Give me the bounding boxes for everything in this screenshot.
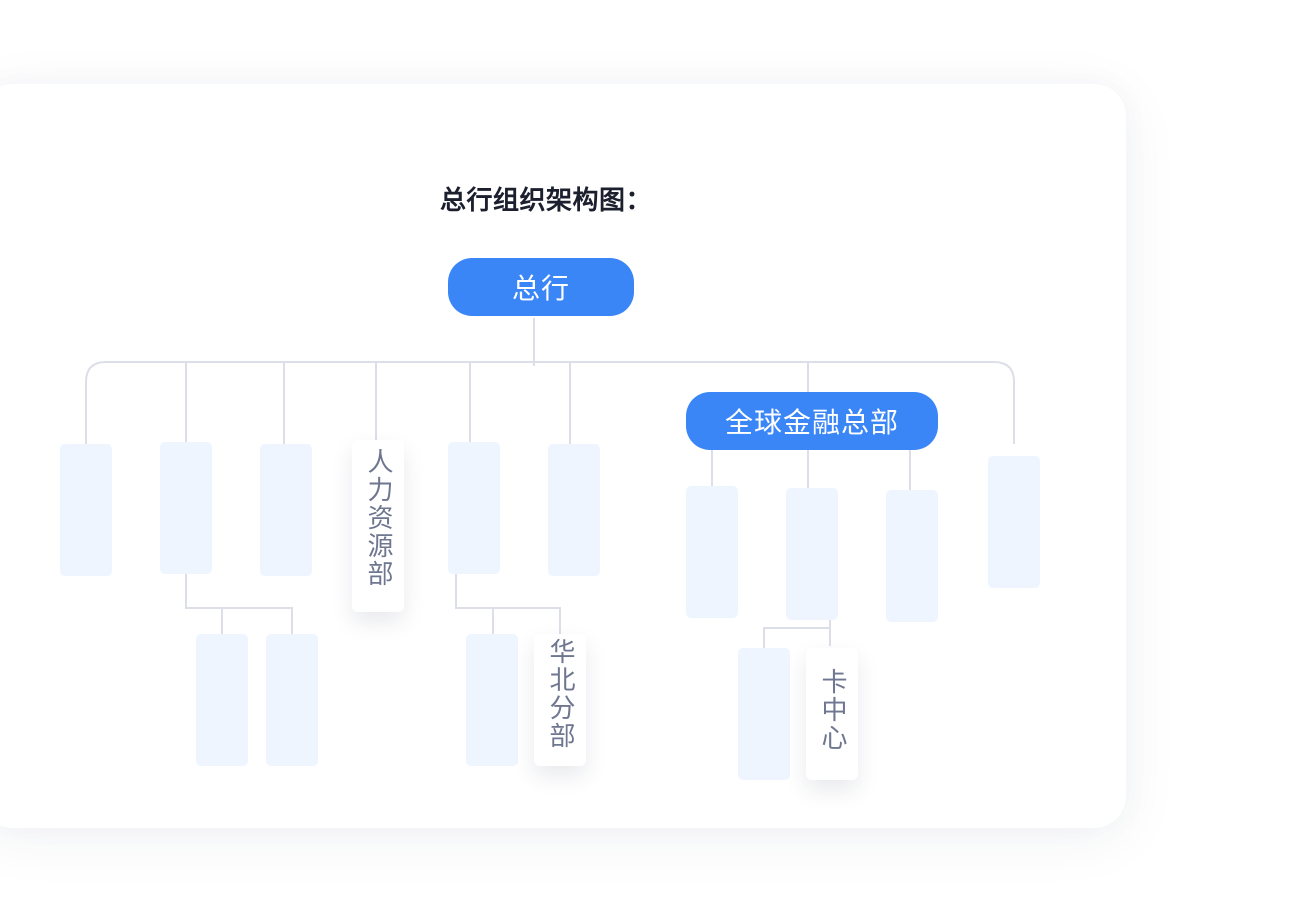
node-card-center-label: 卡中心 bbox=[817, 668, 847, 752]
placeholder-node bbox=[738, 648, 790, 780]
node-north-china-label: 华北分部 bbox=[545, 638, 575, 750]
placeholder-node bbox=[686, 486, 738, 618]
node-root-label: 总行 bbox=[511, 272, 570, 305]
node-global-finance-label: 全球金融总部 bbox=[724, 406, 899, 439]
chart-title: 总行组织架构图： bbox=[440, 186, 653, 216]
placeholder-node bbox=[266, 634, 318, 766]
placeholder-node bbox=[160, 442, 212, 574]
connector-sub bbox=[185, 574, 293, 634]
placeholder-node bbox=[60, 444, 112, 576]
placeholder-node bbox=[448, 442, 500, 574]
placeholder-node bbox=[548, 444, 600, 576]
node-root[interactable]: 总行 bbox=[448, 258, 634, 316]
placeholder-node bbox=[786, 488, 838, 620]
connector-sub bbox=[763, 620, 831, 648]
node-card-center[interactable]: 卡中心 bbox=[806, 648, 858, 780]
placeholder-node bbox=[988, 456, 1040, 588]
node-global-finance[interactable]: 全球金融总部 bbox=[686, 392, 938, 450]
node-north-china[interactable]: 华北分部 bbox=[534, 634, 586, 766]
placeholder-node bbox=[196, 634, 248, 766]
placeholder-node bbox=[466, 634, 518, 766]
node-hr-label: 人力资源部 bbox=[363, 448, 393, 588]
placeholder-node bbox=[886, 490, 938, 622]
connector-sub bbox=[455, 574, 561, 640]
connector-main-bus bbox=[85, 361, 1015, 444]
node-hr[interactable]: 人力资源部 bbox=[352, 440, 404, 612]
placeholder-node bbox=[260, 444, 312, 576]
